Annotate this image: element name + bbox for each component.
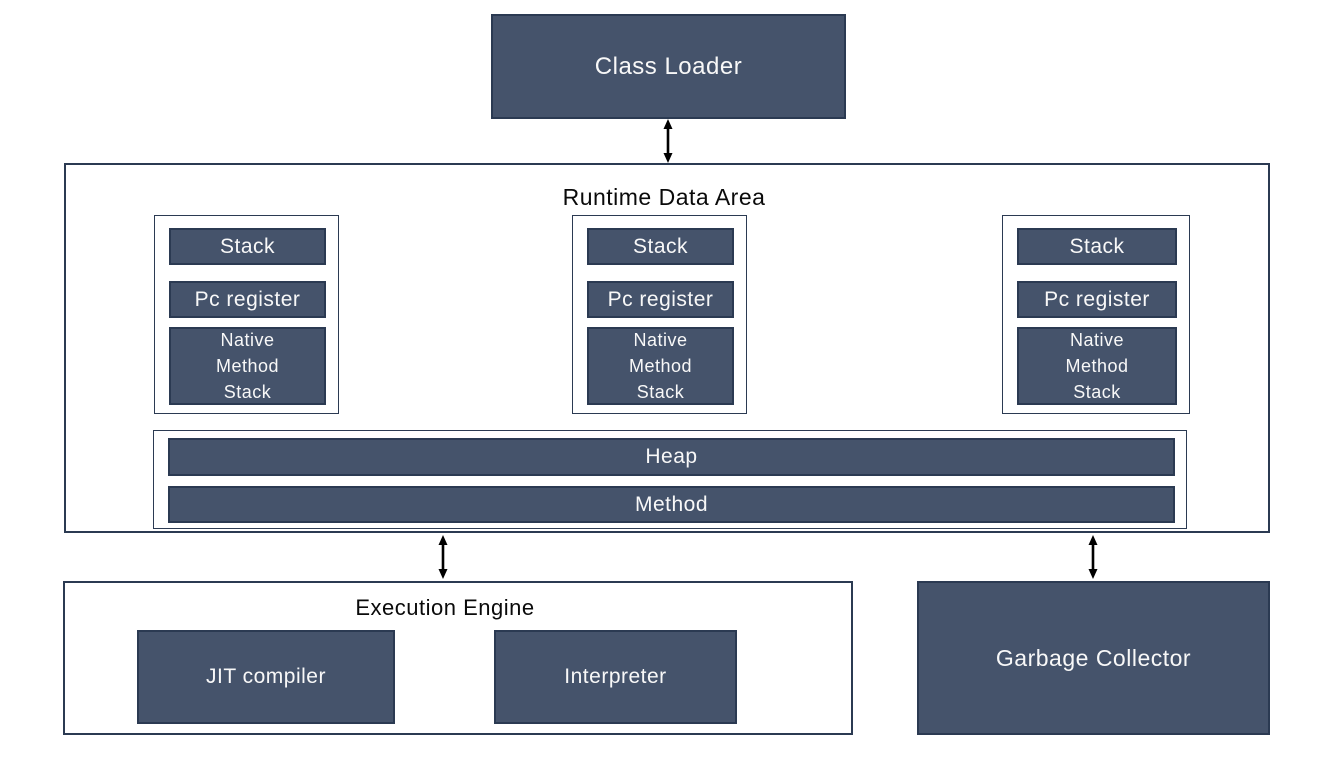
runtime-data-area-box: Runtime Data Area Stack Pc register Nati… [64, 163, 1270, 533]
stack-label: Stack [1069, 234, 1125, 258]
native-method-stack-line: Method [1065, 356, 1129, 376]
pc-register-label: Pc register [194, 287, 301, 311]
heap-method-container: Heap Method [153, 430, 1187, 529]
stack-box: Stack [587, 228, 734, 265]
execution-engine-box: Execution Engine JIT compiler Interprete… [63, 581, 853, 735]
native-method-stack-line: Native [633, 330, 688, 350]
interpreter-label: Interpreter [564, 665, 667, 688]
pc-register-box: Pc register [1017, 281, 1177, 318]
native-method-stack-line: Native [220, 330, 275, 350]
pc-register-box: Pc register [169, 281, 326, 318]
runtime-data-area-title: Runtime Data Area [562, 184, 766, 210]
jit-compiler-box: JIT compiler [137, 630, 395, 724]
execution-engine-title: Execution Engine [355, 595, 535, 620]
native-method-stack-box: Native Method Stack [587, 327, 734, 405]
thread-group-1: Stack Pc register Native Method Stack [154, 215, 339, 414]
stack-box: Stack [169, 228, 326, 265]
garbage-collector-label: Garbage Collector [995, 644, 1192, 671]
garbage-collector-box: Garbage Collector [917, 581, 1270, 735]
class-loader-box: Class Loader [491, 14, 846, 119]
pc-register-label: Pc register [1044, 287, 1150, 311]
pc-register-label: Pc register [607, 287, 714, 311]
native-method-stack-line: Method [628, 356, 693, 376]
heap-box: Heap [168, 438, 1175, 476]
jit-compiler-label: JIT compiler [206, 665, 326, 688]
thread-group-2: Stack Pc register Native Method Stack [572, 215, 747, 414]
thread-group-3: Stack Pc register Native Method Stack [1002, 215, 1190, 414]
native-method-stack-box: Native Method Stack [1017, 327, 1177, 405]
native-method-stack-line: Stack [636, 382, 685, 402]
native-method-stack-line: Stack [1073, 382, 1121, 402]
method-box: Method [168, 486, 1175, 523]
native-method-stack-box: Native Method Stack [169, 327, 326, 405]
runtime-gc-arrow-icon [1088, 535, 1098, 579]
native-method-stack-line: Native [1069, 330, 1125, 350]
interpreter-box: Interpreter [494, 630, 737, 724]
stack-box: Stack [1017, 228, 1177, 265]
native-method-stack-line: Stack [223, 382, 272, 402]
native-method-stack-line: Method [215, 356, 280, 376]
pc-register-box: Pc register [587, 281, 734, 318]
runtime-execution-arrow-icon [438, 535, 448, 579]
heap-label: Heap [645, 445, 698, 468]
class-loader-runtime-arrow-icon [663, 119, 673, 163]
class-loader-label: Class Loader [594, 52, 743, 80]
method-label: Method [634, 492, 709, 516]
stack-label: Stack [219, 234, 276, 258]
stack-label: Stack [632, 234, 689, 258]
